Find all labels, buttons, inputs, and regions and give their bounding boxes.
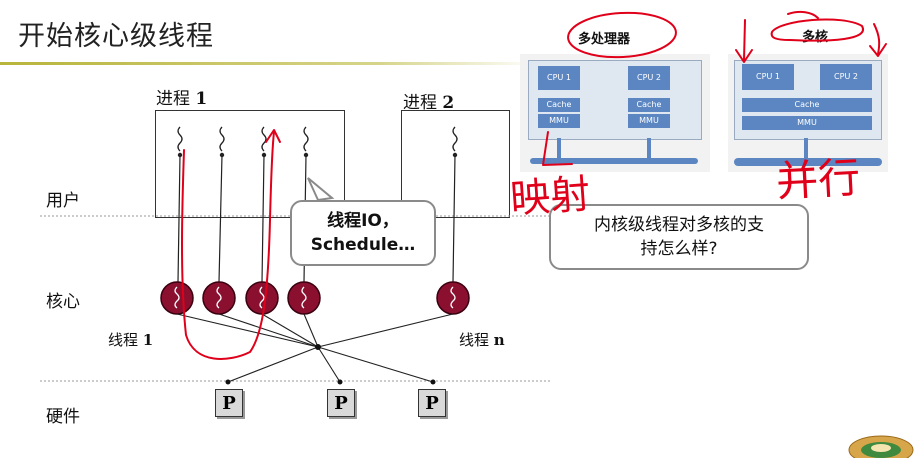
multicore-question-line1: 内核级线程对多核的支 (594, 215, 764, 235)
multiprocessor-bus (530, 158, 698, 164)
processor-box: P (215, 389, 243, 417)
process-2-label-text: 进程 (403, 93, 437, 113)
multiprocessor-bus-stem (647, 138, 651, 160)
multiprocessor-panel: CPU 1 CPU 2 Cache Cache MMU MMU (520, 54, 710, 172)
page-title: 开始核心级线程 (18, 21, 214, 52)
thread-mapping-line (452, 154, 456, 283)
processor-box: P (327, 389, 355, 417)
multiprocessor-cache2: Cache (628, 98, 670, 112)
multicore-mmu: MMU (742, 116, 872, 130)
processor-box: P (418, 389, 446, 417)
process-2-label-number: 2 (442, 93, 455, 113)
user-thread-squiggle (219, 126, 225, 152)
process-1-label: 进程 1 (156, 84, 207, 109)
scheduler-line (176, 313, 319, 348)
down-arrow-annotation (735, 19, 753, 63)
user-thread-squiggle (303, 126, 309, 152)
layer-label-kernel: 核心 (46, 292, 80, 312)
thread-n-label-text: 线程 (459, 331, 490, 349)
multiprocessor-label: 多处理器 (578, 32, 631, 47)
process-1-label-text: 进程 (156, 89, 190, 109)
thread-n-label-number: n (493, 331, 505, 349)
scheduler-line (317, 346, 341, 383)
thread-io-bubble-line2: Schedule… (310, 235, 416, 255)
multicore-cpu1: CPU 1 (742, 64, 794, 90)
multicore-circle-annotation (770, 18, 865, 42)
thread-1-label-text: 线程 (108, 331, 139, 349)
layer-label-user: 用户 (46, 191, 80, 211)
multicore-cpu2: CPU 2 (820, 64, 872, 90)
multicore-question-bubble: 内核级线程对多核的支 持怎么样? (549, 204, 809, 270)
multiprocessor-circle-annotation (567, 11, 677, 59)
layer-label-hardware: 硬件 (46, 407, 80, 427)
multiprocessor-cpu1: CPU 1 (538, 66, 580, 90)
title-underline (0, 62, 540, 65)
execution-path-annotation (181, 131, 275, 360)
scheduler-line (317, 313, 454, 348)
thread-1-label: 线程 1 (108, 329, 153, 350)
thread-io-bubble-line1: 线程IO， (327, 211, 399, 231)
scheduler-line (227, 346, 319, 383)
bracket-annotation (542, 131, 573, 166)
scheduler-line (317, 346, 434, 383)
process-2-label: 进程 2 (403, 88, 454, 113)
multicore-cache: Cache (742, 98, 872, 112)
multicore-question-line2: 持怎么样? (640, 239, 718, 259)
multicore-bus (734, 158, 882, 166)
processor-connector-dot (430, 379, 436, 385)
multiprocessor-mmu1: MMU (538, 114, 580, 128)
user-thread-squiggle (261, 126, 267, 152)
scheduler-center-point (315, 344, 321, 350)
processor-connector-dot (337, 379, 343, 385)
multicore-panel: CPU 1 CPU 2 Cache MMU (728, 54, 888, 172)
thread-mapping-line (218, 154, 223, 283)
handwriting-parallel: 并行 (774, 152, 862, 207)
scheduler-line (303, 313, 319, 348)
scheduler-line (261, 313, 319, 348)
down-arrow-annotation (869, 23, 887, 57)
multiprocessor-mmu2: MMU (628, 114, 670, 128)
scheduler-line (218, 313, 319, 348)
io-bubble-tail (307, 177, 335, 202)
user-thread-squiggle (452, 126, 458, 152)
handwriting-mapping: 映射 (508, 171, 592, 223)
processor-connector-dot (225, 379, 231, 385)
thread-mapping-line (177, 154, 181, 283)
multiprocessor-bus-stem (557, 138, 561, 160)
thread-n-label: 线程 n (459, 329, 505, 350)
execution-arrowhead-annotation (265, 129, 281, 143)
multicore-bus-stem (804, 138, 808, 160)
multicore-circle-annotation (787, 10, 819, 19)
process-1-label-number: 1 (195, 89, 208, 109)
thread-1-label-number: 1 (142, 331, 154, 349)
thread-mapping-line (261, 154, 265, 283)
corner-logo-icon (848, 435, 914, 458)
multiprocessor-cpu2: CPU 2 (628, 66, 670, 90)
thread-io-bubble: 线程IO， Schedule… (290, 200, 436, 266)
multiprocessor-cache1: Cache (538, 98, 580, 112)
user-thread-squiggle (177, 126, 183, 152)
